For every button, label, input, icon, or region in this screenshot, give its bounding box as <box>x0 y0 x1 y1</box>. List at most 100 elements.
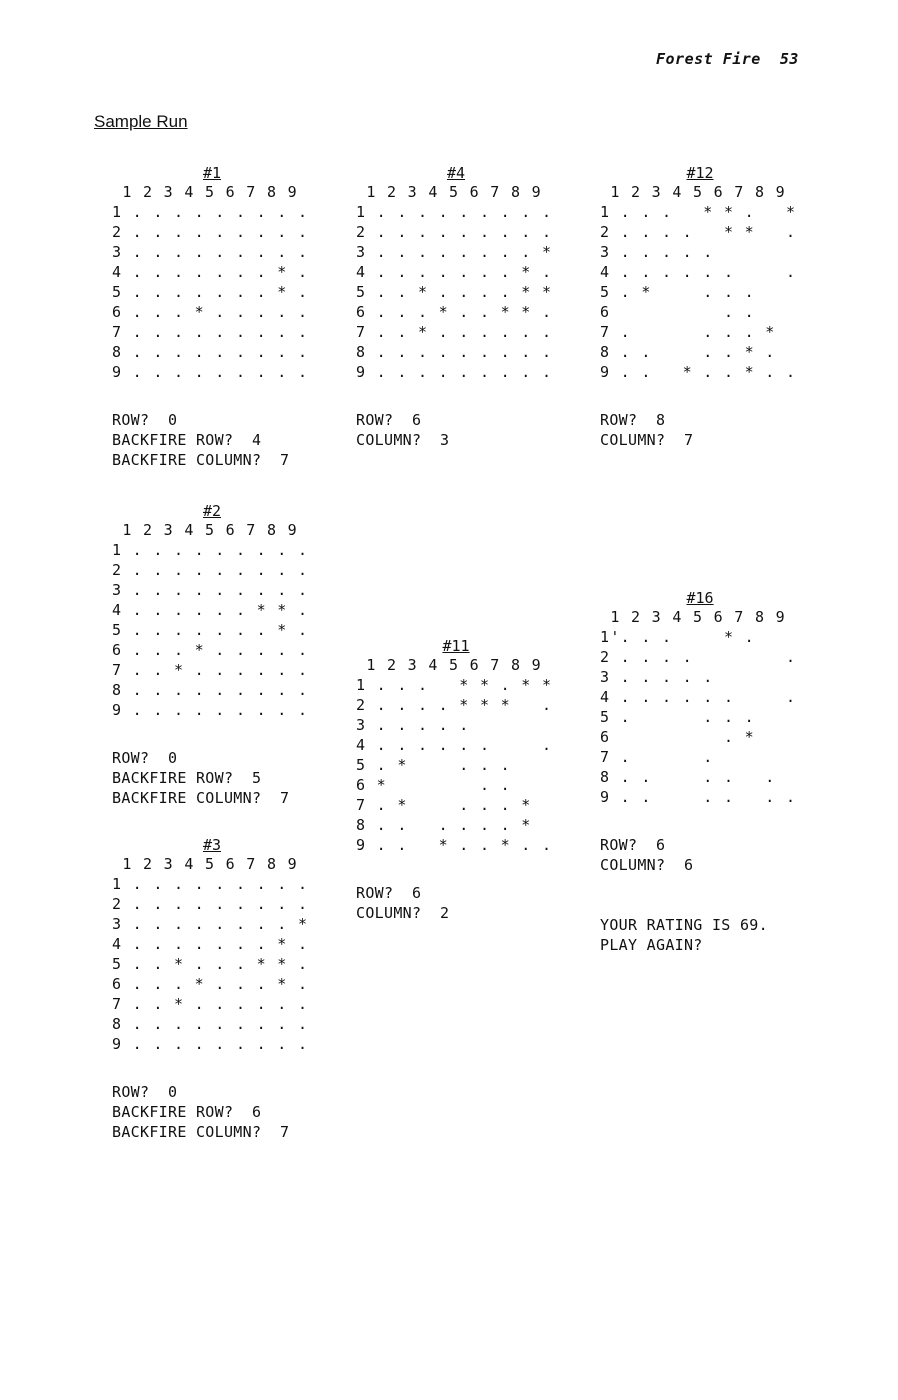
panel-title: #4 <box>446 164 466 182</box>
output-line: ROW? 8 <box>600 411 666 429</box>
grid-row: 9 . . . . . . . . . <box>112 1035 309 1053</box>
grid-row: 4 . . . . . . . <box>600 688 797 706</box>
output-line: BACKFIRE COLUMN? 7 <box>112 451 290 469</box>
panel-title: #3 <box>202 836 222 854</box>
grid-row: 1 2 3 4 5 6 7 8 9 <box>112 521 298 539</box>
grid-row: 9 . . . . . . <box>600 788 797 806</box>
grid-row: 2 . . . . . . . . . <box>112 895 309 913</box>
console-output: ROW? 6 COLUMN? 2 <box>356 883 449 923</box>
grid-row: 5 . * . . . <box>356 756 511 774</box>
grid-row: 1 2 3 4 5 6 7 8 9 <box>112 183 298 201</box>
output-line: ROW? 0 <box>112 411 178 429</box>
grid-row: 6 . . <box>600 303 755 321</box>
grid-row: 5 . . * . . . . * * <box>356 283 553 301</box>
grid-row: 6 . . . * . . * * . <box>356 303 553 321</box>
grid-row: 4 . . . . . . . <box>600 263 797 281</box>
output-line: ROW? 0 <box>112 1083 178 1101</box>
grid-row: 8 . . . . . . * <box>356 816 532 834</box>
grid-row: 3 . . . . . <box>600 668 714 686</box>
grid-row: 4 . . . . . . * * . <box>112 601 309 619</box>
grid-row: 9 . . . . . . . . . <box>112 701 309 719</box>
grid-row: 1 2 3 4 5 6 7 8 9 <box>600 608 786 626</box>
output-line <box>600 875 768 895</box>
grid-row: 1 . . . * * . * <box>600 203 797 221</box>
grid-row: 1 2 3 4 5 6 7 8 9 <box>600 183 786 201</box>
grid-row: 8 . . . . . . . . . <box>112 343 309 361</box>
grid-row: 3 . . . . . <box>356 716 470 734</box>
grid-row: 7 . . <box>600 748 714 766</box>
panel-title: #16 <box>686 589 714 607</box>
grid-row: 1 2 3 4 5 6 7 8 9 <box>112 855 298 873</box>
grid-row: 2 . . . . . . . . . <box>112 223 309 241</box>
grid-row: 4 . . . . . . . * . <box>112 263 309 281</box>
grid-row: 7 . * . . . * <box>356 796 532 814</box>
grid-row: 2 . . . . . <box>600 648 797 666</box>
grid-row: 5 . . * . . . * * . <box>112 955 309 973</box>
running-header: Forest Fire 53 <box>656 50 799 68</box>
output-line: BACKFIRE ROW? 5 <box>112 769 262 787</box>
forest-grid: 1 2 3 4 5 6 7 8 9 1 . . . * * . * 2 . . . … <box>600 182 796 382</box>
grid-row: 6 * . . <box>356 776 511 794</box>
output-line: COLUMN? 2 <box>356 904 450 922</box>
panel-title: #11 <box>442 637 470 655</box>
grid-row: 3 . . . . . . . . * <box>356 243 553 261</box>
output-line <box>600 895 768 915</box>
section-title: Sample Run <box>94 112 188 131</box>
grid-row: 6 . . . * . . . . . <box>112 303 309 321</box>
grid-row: 8 . . . . . . . . . <box>112 1015 309 1033</box>
output-line: ROW? 6 <box>356 884 422 902</box>
console-output: ROW? 8 COLUMN? 7 <box>600 410 693 450</box>
output-line: YOUR RATING IS 69. <box>600 916 768 934</box>
output-line: ROW? 6 <box>356 411 422 429</box>
grid-row: 4 . . . . . . . * . <box>112 935 309 953</box>
grid-row: 3 . . . . . <box>600 243 714 261</box>
grid-row: 7 . . . . * <box>600 323 776 341</box>
grid-row: 4 . . . . . . . <box>356 736 553 754</box>
grid-row: 6 . . . * . . . * . <box>112 975 309 993</box>
grid-row: 7 . . * . . . . . . <box>356 323 553 341</box>
grid-row: 8 . . . . * . <box>600 343 776 361</box>
grid-row: 5 . . . . . . . * . <box>112 283 309 301</box>
panel-title: #12 <box>686 164 714 182</box>
grid-row: 5 . . . . <box>600 708 755 726</box>
panel-title: #1 <box>202 164 222 182</box>
output-line: BACKFIRE ROW? 4 <box>112 431 262 449</box>
output-line: BACKFIRE ROW? 6 <box>112 1103 262 1121</box>
output-line: COLUMN? 7 <box>600 431 694 449</box>
console-output: ROW? 0 BACKFIRE ROW? 4 BACKFIRE COLUMN? 7 <box>112 410 289 470</box>
grid-row: 8 . . . . . . . . . <box>112 681 309 699</box>
output-line: COLUMN? 6 <box>600 856 694 874</box>
grid-row: 7 . . * . . . . . . <box>112 995 309 1013</box>
grid-row: 9 . . . . . . . . . <box>112 363 309 381</box>
grid-row: 1 2 3 4 5 6 7 8 9 <box>356 183 542 201</box>
grid-row: 6 . . . * . . . . . <box>112 641 309 659</box>
grid-row: 2 . . . . * * . <box>600 223 797 241</box>
grid-row: 8 . . . . . . . . . <box>356 343 553 361</box>
grid-row: 1 . . . . . . . . . <box>356 203 553 221</box>
grid-row: 1 2 3 4 5 6 7 8 9 <box>356 656 542 674</box>
grid-row: 1 . . . . . . . . . <box>112 541 309 559</box>
panel-title: #2 <box>202 502 222 520</box>
grid-row: 9 . . . . . . . . . <box>356 363 553 381</box>
output-line: ROW? 6 <box>600 836 666 854</box>
grid-row: 3 . . . . . . . . . <box>112 581 309 599</box>
forest-grid: 1 2 3 4 5 6 7 8 9 1 . . . . . . . . . 2 . … <box>112 182 308 382</box>
grid-row: 1 . . . . . . . . . <box>112 203 309 221</box>
grid-row: 1 . . . . . . . . . <box>112 875 309 893</box>
grid-row: 1'. . . * . <box>600 628 755 646</box>
forest-grid: 1 2 3 4 5 6 7 8 9 1 . . . . . . . . . 2 . … <box>112 854 308 1054</box>
output-line: PLAY AGAIN? <box>600 936 703 954</box>
grid-row: 1 . . . * * . * * <box>356 676 553 694</box>
console-output: ROW? 6 COLUMN? 6 YOUR RATING IS 69. PLAY A… <box>600 835 768 955</box>
grid-row: 2 . . . . . . . . . <box>112 561 309 579</box>
forest-grid: 1 2 3 4 5 6 7 8 9 1'. . . * . 2 . . . . . 3… <box>600 607 796 807</box>
grid-row: 4 . . . . . . . * . <box>356 263 553 281</box>
grid-row: 7 . . . . . . . . . <box>112 323 309 341</box>
grid-row: 7 . . * . . . . . . <box>112 661 309 679</box>
grid-row: 5 . * . . . <box>600 283 755 301</box>
grid-row: 3 . . . . . . . . * <box>112 915 309 933</box>
output-line: BACKFIRE COLUMN? 7 <box>112 789 290 807</box>
grid-row: 6 . * <box>600 728 755 746</box>
